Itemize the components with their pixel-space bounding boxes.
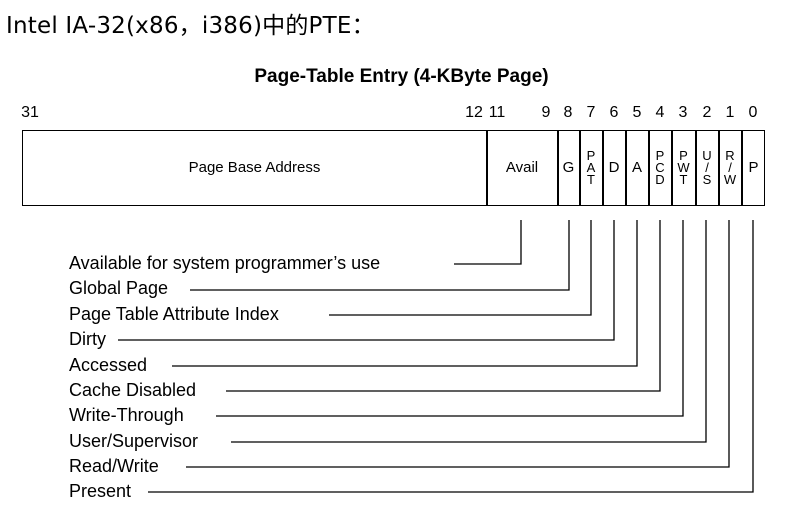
leader-present	[148, 220, 754, 493]
field-pwt-char: W	[677, 160, 690, 175]
bit-number-12: 12	[465, 104, 483, 121]
leader-user-supervisor	[231, 220, 707, 443]
leader-read-write	[186, 220, 730, 468]
bit-number-6: 6	[609, 104, 619, 121]
field-divider	[718, 130, 720, 206]
leader-pat	[329, 220, 592, 316]
page-table-entry-box	[22, 130, 765, 206]
bit-number-2: 2	[702, 104, 712, 121]
legend-label-present: Present	[69, 481, 132, 501]
field-us-char: S	[702, 172, 712, 187]
field-pcd-char: P	[655, 148, 665, 163]
field-g-label: G	[562, 159, 575, 176]
legend-label-dirty: Dirty	[69, 329, 106, 349]
field-p-label: P	[748, 159, 759, 176]
field-rw-char: W	[723, 172, 737, 187]
field-us-char: U	[702, 148, 712, 163]
field-page-base-address: Page Base Address	[22, 130, 487, 206]
bit-number-7: 7	[586, 104, 596, 121]
field-d: D	[603, 130, 625, 206]
field-pat-char: A	[586, 160, 596, 175]
field-divider	[602, 130, 604, 206]
field-rw: R / W	[719, 130, 741, 206]
bit-number-31: 31	[21, 104, 39, 121]
field-pat: P A T	[580, 130, 602, 206]
leader-avail	[454, 220, 522, 265]
field-pcd-char: D	[655, 172, 665, 187]
field-avail-label: Avail	[505, 159, 539, 176]
legend-label-accessed: Accessed	[69, 355, 148, 375]
bit-number-3: 3	[678, 104, 688, 121]
legend-label-read-write: Read/Write	[69, 456, 159, 476]
field-pat-char: T	[587, 172, 595, 187]
field-us-char: /	[705, 160, 709, 175]
field-a-label: A	[631, 159, 642, 176]
bit-number-1: 1	[725, 104, 735, 121]
field-pwt-char: T	[679, 172, 688, 187]
leader-cache-disabled	[226, 220, 661, 392]
legend-label-write-through: Write-Through	[69, 405, 184, 425]
legend-label-user-supervisor: User/Supervisor	[69, 431, 199, 451]
bit-number-0: 0	[748, 104, 758, 121]
field-avail: Avail	[487, 130, 557, 206]
field-g: G	[558, 130, 579, 206]
field-divider	[648, 130, 650, 206]
field-pwt-char: P	[679, 148, 688, 163]
bit-number-8: 8	[563, 104, 573, 121]
field-divider	[557, 130, 559, 206]
diagram-title: Page-Table Entry (4-KByte Page)	[254, 66, 549, 87]
field-divider	[671, 130, 673, 206]
legend-label-available: Available for system programmer’s use	[69, 253, 381, 273]
field-divider	[486, 130, 488, 206]
field-pwt: P W T	[672, 130, 695, 206]
field-divider	[695, 130, 697, 206]
legend-label-pat: Page Table Attribute Index	[69, 304, 279, 324]
legend-label-cache-disabled: Cache Disabled	[69, 380, 197, 400]
field-divider	[741, 130, 743, 206]
field-d-label: D	[608, 159, 620, 176]
leader-dirty	[118, 220, 615, 341]
field-pat-char: P	[586, 148, 596, 163]
field-divider	[625, 130, 627, 206]
field-us: U / S	[696, 130, 718, 206]
page-heading: Intel IA-32(x86，i386)中的PTE：	[6, 13, 375, 39]
bit-number-4: 4	[655, 104, 665, 121]
field-page-base-address-label: Page Base Address	[188, 159, 321, 176]
legend-label-global-page: Global Page	[69, 278, 169, 298]
field-a: A	[626, 130, 648, 206]
field-pcd: P C D	[649, 130, 671, 206]
field-rw-char: R	[725, 148, 735, 163]
bit-number-11: 11	[488, 104, 506, 121]
leader-global	[190, 220, 570, 291]
field-divider	[579, 130, 581, 206]
bit-number-9: 9	[541, 104, 551, 121]
bit-number-5: 5	[632, 104, 642, 121]
leader-accessed	[172, 220, 638, 367]
field-pcd-char: C	[655, 160, 665, 175]
field-p: P	[742, 130, 765, 206]
leader-write-through	[216, 220, 684, 417]
field-rw-char: /	[728, 160, 732, 175]
